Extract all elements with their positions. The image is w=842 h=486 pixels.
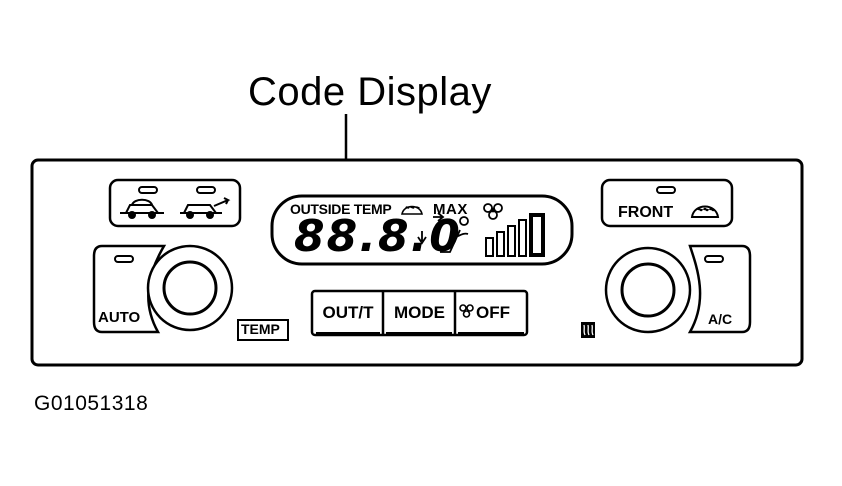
ac-led — [704, 255, 724, 263]
fresh-led — [196, 186, 216, 194]
mode-button-label: MODE — [394, 303, 445, 322]
front-defrost-button[interactable] — [602, 180, 732, 226]
ac-button-label: A/C — [708, 311, 733, 327]
temp-label: TEMP — [241, 321, 280, 337]
auto-led — [114, 255, 134, 263]
temp-knob-inner — [162, 260, 218, 316]
fan-small-icon — [459, 304, 474, 318]
front-defrost-icon — [401, 205, 423, 215]
fresh-air-icon — [180, 197, 231, 219]
fan-knob-inner — [620, 262, 676, 318]
max-label: MAX — [433, 201, 468, 218]
fresh-air-button[interactable] — [176, 182, 238, 224]
temp-label-box — [237, 319, 289, 341]
figure-id: G01051318 — [34, 392, 149, 415]
auto-button[interactable]: AUTO — [94, 246, 164, 332]
rear-defrost-icon — [581, 322, 595, 338]
fan-icon — [483, 203, 503, 220]
fan-speed-bars — [485, 213, 545, 257]
auto-button-label: AUTO — [98, 309, 141, 326]
windshield-defrost-icon — [690, 205, 720, 218]
code-display-digits: 88.8.0 — [294, 211, 462, 262]
recirculation-button[interactable] — [112, 182, 174, 224]
temperature-knob[interactable] — [148, 246, 232, 330]
face-vent-icon — [417, 212, 469, 253]
outside-temp-label: OUTSIDE TEMP — [290, 201, 392, 217]
recirc-led — [138, 186, 158, 194]
rear-defrost-button[interactable] — [578, 319, 598, 341]
out-temp-button-label: OUT/T — [322, 303, 374, 322]
code-display-callout: Code Display — [248, 70, 492, 114]
recirculation-icon — [120, 198, 164, 219]
fan-speed-knob[interactable] — [606, 248, 690, 332]
ac-pad — [687, 244, 752, 334]
front-led — [656, 186, 676, 194]
front-pad — [600, 178, 734, 228]
front-button-label: FRONT — [618, 204, 674, 221]
out-temp-button[interactable]: OUT/T — [313, 292, 383, 334]
ac-button[interactable]: A/C — [690, 246, 750, 332]
fan-off-button[interactable]: OFF — [456, 292, 526, 334]
off-button-label: OFF — [476, 303, 510, 322]
mode-button[interactable]: MODE — [384, 292, 455, 334]
